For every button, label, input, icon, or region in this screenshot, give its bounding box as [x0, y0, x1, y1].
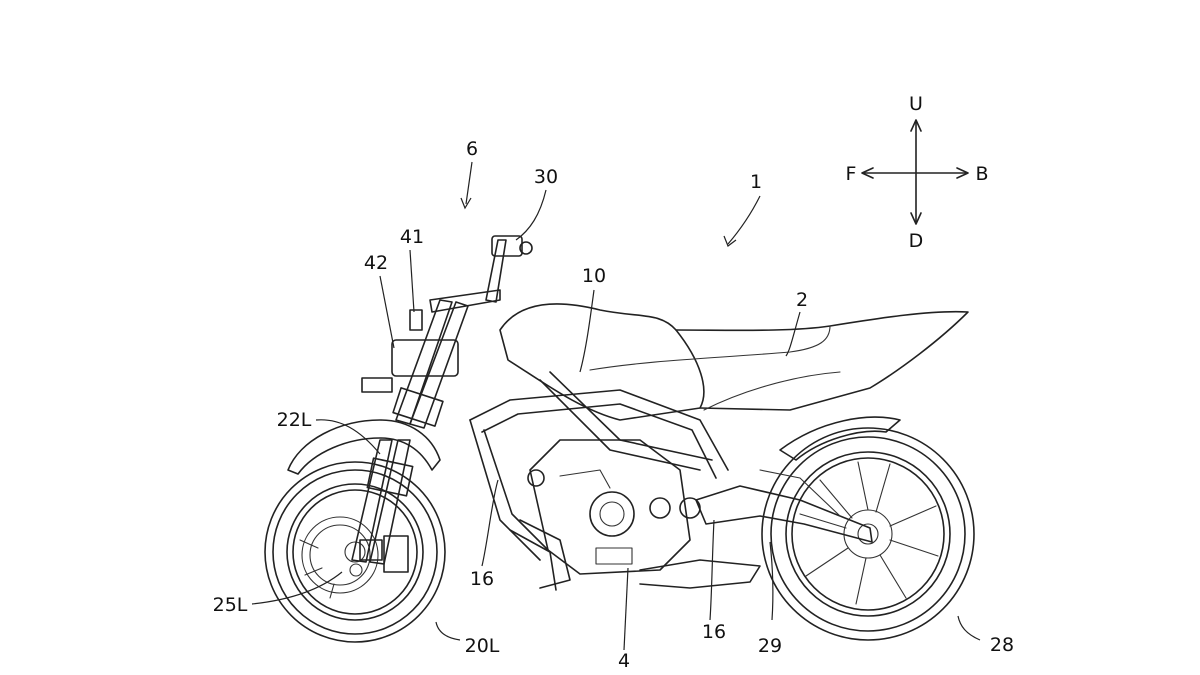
front-wheel	[264, 461, 446, 643]
label-handlebar: 30	[534, 166, 558, 188]
label-vehicle: 1	[750, 171, 762, 193]
label-front-brake: 25L	[213, 594, 248, 616]
rear-fender	[779, 416, 901, 461]
label-steering: 6	[466, 138, 478, 160]
fuel-tank	[499, 303, 705, 421]
direction-front-label: F	[846, 163, 857, 185]
handlebar-assembly	[429, 235, 533, 313]
label-seat: 2	[796, 289, 808, 311]
label-frame: 10	[582, 265, 606, 287]
label-swing-arm: 29	[758, 635, 782, 657]
reference-labels: 1 6 30 2 10 41 42 22L 16 16 4 25L 20L 29…	[213, 138, 1014, 672]
label-front-wheel: 20L	[465, 635, 500, 657]
label-headlight: 42	[364, 252, 388, 274]
frame	[469, 371, 729, 561]
label-engine: 4	[618, 650, 630, 672]
front-fender	[287, 419, 441, 475]
headlight-assembly	[361, 309, 459, 393]
direction-down-label: D	[909, 230, 924, 252]
swing-arm	[695, 485, 873, 543]
direction-indicator: U D F B	[846, 93, 989, 252]
rear-wheel	[761, 427, 975, 641]
label-frame-member-rear: 16	[702, 621, 726, 643]
leader-lines	[251, 161, 981, 651]
label-frame-member-front: 16	[470, 568, 494, 590]
label-sensor: 41	[400, 226, 424, 248]
direction-up-label: U	[909, 93, 923, 115]
label-front-fork: 22L	[277, 409, 312, 431]
direction-back-label: B	[975, 163, 988, 185]
label-rear-wheel: 28	[990, 634, 1014, 656]
seat	[589, 310, 969, 411]
engine	[509, 439, 761, 591]
